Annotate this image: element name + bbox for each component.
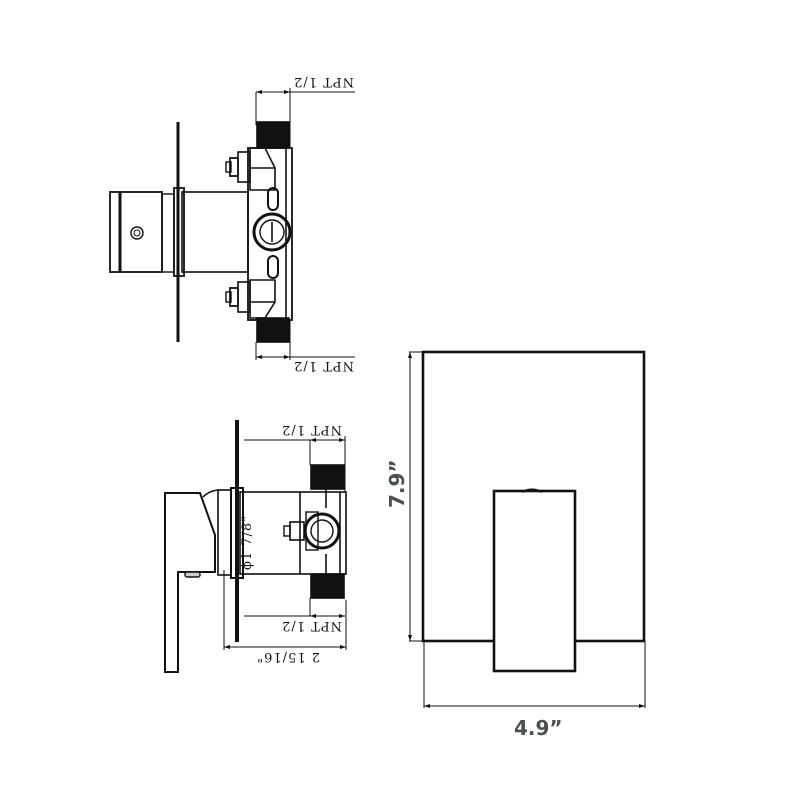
- side-view-diameter-label: ϕ1 7/8": [240, 515, 255, 570]
- side-view-npt-bottom-label: NPT 1/2: [281, 618, 342, 633]
- side-view: [164, 420, 347, 673]
- side-view-npt-top-label: NPT 1/2: [281, 422, 342, 437]
- side-view-depth-label: 2 15/16": [256, 649, 320, 664]
- top-view-npt-bottom-label: NPT 1/2: [293, 358, 354, 373]
- front-view-height-label: 7.9”: [385, 459, 409, 508]
- top-view: [109, 88, 355, 360]
- front-view: [409, 350, 646, 708]
- top-view-npt-top-label: NPT 1/2: [293, 74, 354, 89]
- front-view-width-label: 4.9”: [514, 716, 563, 740]
